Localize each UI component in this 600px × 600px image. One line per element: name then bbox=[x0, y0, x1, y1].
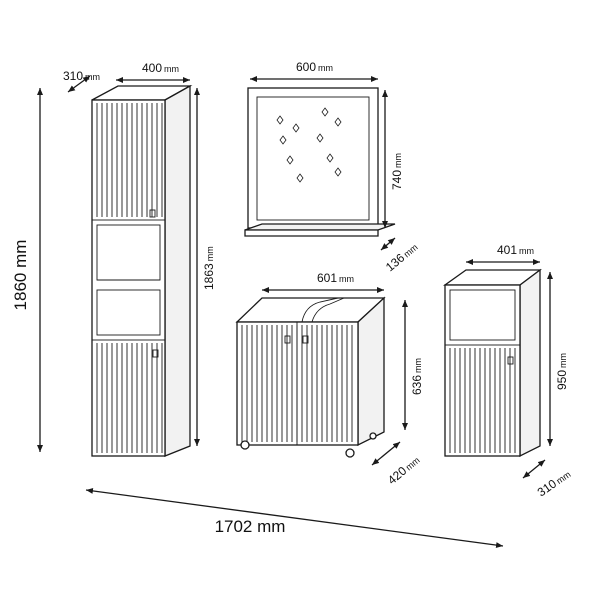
svg-text:420mm: 420mm bbox=[385, 453, 422, 488]
tall-height-label: 1863 bbox=[202, 263, 216, 290]
sink-depth-dimension: 420mm bbox=[371, 441, 422, 488]
wheel-icon bbox=[369, 432, 377, 440]
mirror-height-dimension: 740mm bbox=[382, 90, 404, 228]
small-height-dimension: 950mm bbox=[547, 272, 569, 446]
svg-text:1863mm: 1863mm bbox=[202, 246, 216, 290]
sparkle-icon bbox=[286, 155, 294, 165]
sparkle-icon bbox=[292, 123, 300, 133]
sparkle-icon bbox=[321, 107, 329, 117]
small-cabinet bbox=[442, 268, 542, 458]
total-height-label: 1860 mm bbox=[11, 240, 30, 311]
sink-height-dimension: 636mm bbox=[402, 300, 424, 430]
mirror-depth-dimension: 136mm bbox=[380, 237, 420, 275]
handle-icon bbox=[507, 356, 514, 365]
tall-cabinet bbox=[91, 84, 193, 457]
svg-text:136mm: 136mm bbox=[383, 240, 420, 275]
svg-text:950mm: 950mm bbox=[555, 353, 569, 390]
sink-door-flutes bbox=[241, 325, 353, 442]
handle-icon bbox=[152, 349, 159, 358]
tall-depth-label: 310 bbox=[63, 69, 83, 83]
mirror-height-label: 740 bbox=[390, 170, 404, 190]
sparkle-icon bbox=[279, 135, 287, 145]
sink-height-label: 636 bbox=[410, 375, 424, 395]
mirror-width-label: 600 bbox=[296, 60, 316, 74]
small-depth-dimension: 310mm bbox=[522, 459, 573, 500]
tall-height-dimension: 1863mm bbox=[194, 88, 216, 446]
small-height-label: 950 bbox=[555, 370, 569, 390]
svg-text:310mm: 310mm bbox=[535, 467, 573, 500]
sparkle-icon bbox=[326, 153, 334, 163]
total-width-label: 1702 mm bbox=[215, 517, 286, 536]
sink-width-label: 601 bbox=[317, 271, 337, 285]
handle-icon bbox=[302, 335, 309, 344]
sparkle-icon bbox=[334, 117, 342, 127]
tall-bottom-door-flutes bbox=[96, 343, 163, 453]
total-height-dimension: 1860 mm bbox=[11, 88, 43, 452]
small-width-label: 401 bbox=[497, 243, 517, 257]
sparkle-icon bbox=[296, 173, 304, 183]
small-door-flutes bbox=[449, 348, 516, 453]
svg-text:310mm: 310mm bbox=[63, 69, 100, 83]
svg-text:740mm: 740mm bbox=[390, 153, 404, 190]
tall-top-door-flutes bbox=[96, 103, 163, 217]
mirror bbox=[244, 87, 396, 237]
handle-icon bbox=[149, 209, 156, 218]
wheel-icon bbox=[345, 448, 355, 458]
sink-cabinet bbox=[235, 296, 386, 458]
wheel-icon bbox=[240, 440, 250, 450]
svg-text:636mm: 636mm bbox=[410, 358, 424, 395]
handle-icon bbox=[284, 335, 291, 344]
sparkle-icon bbox=[316, 133, 324, 143]
sparkle-icon bbox=[334, 167, 342, 177]
sparkle-icon bbox=[276, 115, 284, 125]
tall-width-label: 400 bbox=[142, 61, 162, 75]
mirror-sparkles bbox=[276, 107, 342, 183]
total-width-dimension: 1702 mm bbox=[85, 487, 504, 549]
